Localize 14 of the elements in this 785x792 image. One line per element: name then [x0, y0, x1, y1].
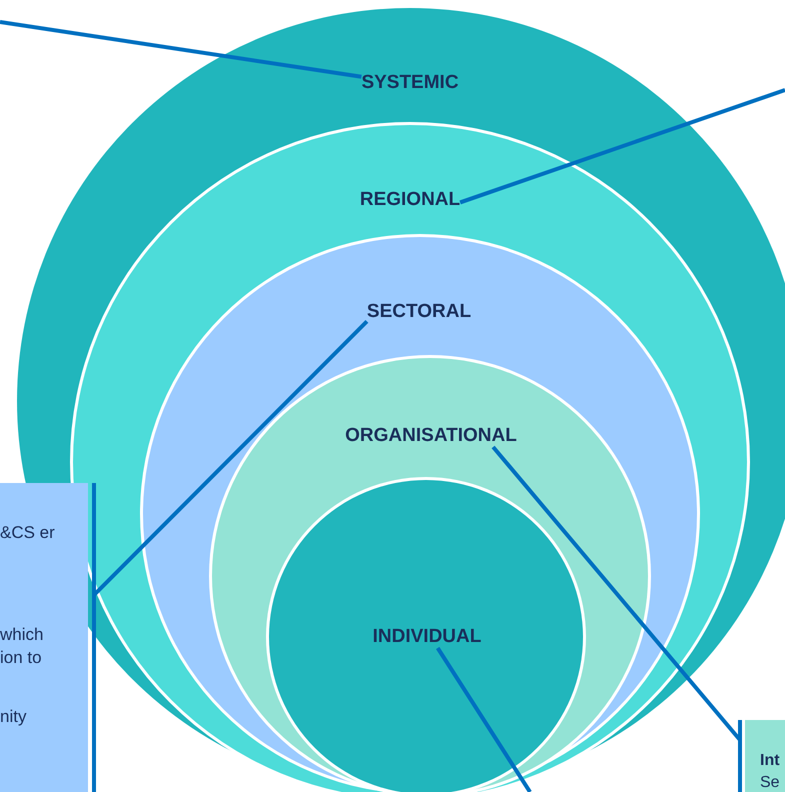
level-label: ORGANISATIONAL [345, 425, 517, 447]
panel-text: nity [0, 706, 28, 728]
panel-heading: Int [760, 751, 780, 771]
level-label: REGIONAL [360, 189, 460, 211]
level-label: SYSTEMIC [361, 72, 459, 94]
level-label: SECTORAL [366, 301, 472, 323]
level-label: INDIVIDUAL [372, 626, 482, 648]
leader-line [459, 88, 785, 204]
text-panel [0, 483, 96, 792]
panel-text: Se [760, 773, 780, 792]
panel-text: which ion to [0, 624, 44, 669]
leader-line [0, 20, 362, 79]
leader-line [436, 646, 532, 792]
panel-text: &CS er [0, 522, 56, 544]
